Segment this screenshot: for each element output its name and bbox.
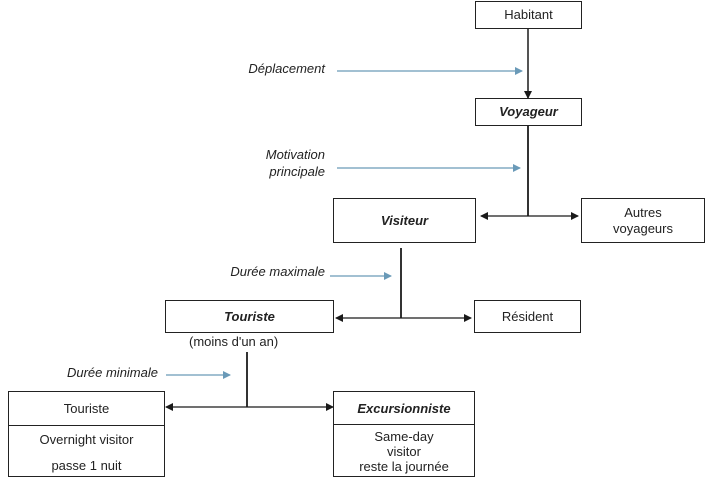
- node-excursionniste: Excursionniste Same-day visitor reste la…: [333, 391, 475, 477]
- criterion-motivation-line-2: principale: [269, 164, 325, 179]
- node-autres-line-1: Autres: [624, 204, 662, 220]
- criterion-deplacement: Déplacement: [248, 61, 325, 76]
- node-resident-label: Résident: [501, 308, 554, 324]
- node-excursionniste-line-3: reste la journée: [359, 459, 449, 474]
- node-touriste-leaf: Touriste Overnight visitor passe 1 nuit: [8, 391, 165, 477]
- node-voyageur: Voyageur: [475, 98, 582, 126]
- node-resident: Résident: [474, 300, 581, 333]
- criterion-duree-max: Durée maximale: [230, 264, 325, 279]
- touriste-duration-note: (moins d'un an): [189, 334, 279, 349]
- node-excursionniste-line-2: visitor: [387, 444, 421, 459]
- criterion-motivation: Motivation principale: [200, 146, 325, 180]
- node-visiteur-label: Visiteur: [380, 212, 429, 228]
- node-touriste-leaf-title: Touriste: [9, 392, 164, 426]
- node-excursionniste-title: Excursionniste: [334, 392, 474, 425]
- node-excursionniste-line-1: Same-day: [374, 429, 434, 444]
- node-touriste-label: Touriste: [224, 308, 275, 324]
- node-autres-voyageurs: Autres voyageurs: [581, 198, 705, 243]
- node-touriste: Touriste: [165, 300, 334, 333]
- node-habitant: Habitant: [475, 1, 582, 29]
- node-habitant-label: Habitant: [504, 7, 553, 22]
- node-visiteur: Visiteur: [333, 198, 476, 243]
- node-touriste-leaf-line-2: passe 1 nuit: [51, 457, 122, 473]
- criterion-duree-min: Durée minimale: [66, 365, 158, 380]
- node-touriste-leaf-line-1: Overnight visitor: [39, 431, 134, 447]
- node-autres-line-2: voyageurs: [613, 220, 673, 236]
- criterion-motivation-line-1: Motivation: [265, 147, 325, 162]
- node-voyageur-label: Voyageur: [499, 104, 558, 119]
